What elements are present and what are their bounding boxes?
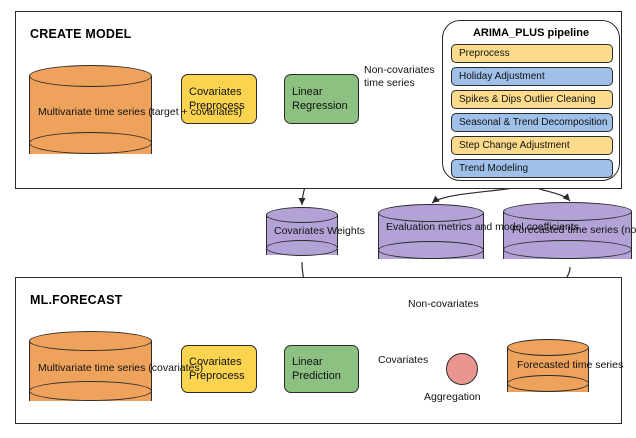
pipeline-step-holiday-adjustment[interactable]: Holiday Adjustment [451,67,613,86]
edge-label-aggregation: Aggregation [424,391,481,403]
create-model-title: CREATE MODEL [30,27,132,41]
cylinder-top-ellipse [29,65,152,87]
ml-preprocess-line1: Covariates [189,356,242,368]
forecasted-non-covariates-line2: (non-covariates) [621,224,636,236]
cylinder-top-ellipse [507,339,589,356]
cylinder-label: Multivariate time series (covariates) [38,362,203,376]
ml-preprocess-line2: Preprocess [189,370,245,382]
pipeline-step-step-change-adjustment[interactable]: Step Change Adjustment [451,136,613,155]
covariates-weights-line1: Covariates [274,225,325,237]
cylinder-top-ellipse [503,202,632,221]
edge-label-non-covariates: Non-covariates [408,298,479,310]
aggregation-node[interactable] [446,353,478,385]
edge-label-covariates: Covariates [378,354,429,366]
covariates-weights-line2: Weights [327,225,365,237]
covariates-preprocess-box[interactable]: Covariates Preprocess [181,74,257,124]
ml-forecast-input-cylinder: Multivariate time series (covariates) [29,331,203,411]
cylinder-label: Multivariate time series (target + covar… [38,106,242,120]
pipeline-step-preprocess[interactable]: Preprocess [451,44,613,63]
cylinder-label-line2: (target + covariates) [148,106,242,118]
evaluation-metrics-cylinder: Evaluation metrics and model coefficient… [378,204,579,268]
covariates-preprocess-line2: Preprocess [189,100,245,112]
cylinder-label: Evaluation metrics and model coefficient… [386,221,579,235]
evaluation-metrics-line3: coefficients [526,221,580,233]
cylinder-bottom-ellipse [29,132,152,154]
ml-output-line2: time series [572,359,624,371]
linear-prediction-line1: Linear [292,356,323,368]
pipeline-step-trend-modeling[interactable]: Trend Modeling [451,159,613,178]
cylinder-bottom-ellipse [507,375,589,392]
pipeline-step-spikes-dips-outlier-cleaning[interactable]: Spikes & Dips Outlier Cleaning [451,90,613,109]
cylinder-bottom-ellipse [266,240,338,256]
linear-regression-line1: Linear [292,86,323,98]
edge-label-line2: time series [364,77,415,89]
linear-regression-line2: Regression [292,100,348,112]
covariates-preprocess-line1: Covariates [189,86,242,98]
evaluation-metrics-line1: Evaluation metrics [386,221,472,233]
covariates-weights-cylinder: Covariates Weights [266,207,365,263]
linear-regression-box[interactable]: Linear Regression [284,74,359,124]
edge-label-non-covariates-time-series: Non-covariates time series [364,64,435,90]
ml-covariates-preprocess-box[interactable]: Covariates Preprocess [181,345,257,393]
pipeline-step-seasonal-trend-decomposition[interactable]: Seasonal & Trend Decomposition [451,113,613,132]
ml-input-line1: Multivariate time series [38,362,146,374]
linear-prediction-line2: Prediction [292,370,341,382]
cylinder-bottom-ellipse [29,381,152,401]
cylinder-label: Forecasted time series (non-covariates) [512,224,636,238]
ml-input-line2: (covariates) [148,362,204,374]
ml-forecast-title: ML.FORECAST [30,293,123,307]
arima-plus-pipeline: ARIMA_PLUS pipeline Preprocess Holiday A… [442,20,620,181]
edge-label-line1: Non-covariates [364,64,435,76]
ml-output-line1: Forecasted [517,359,570,371]
cylinder-top-ellipse [29,331,152,351]
create-model-input-cylinder: Multivariate time series (target + covar… [29,65,242,165]
arima-pipeline-title: ARIMA_PLUS pipeline [472,27,590,39]
linear-prediction-box[interactable]: Linear Prediction [284,345,359,393]
forecasted-non-covariates-line1: Forecasted time series [512,224,619,236]
cylinder-bottom-ellipse [378,241,484,259]
cylinder-label-line1: Multivariate time series [38,106,146,118]
cylinder-bottom-ellipse [503,240,632,259]
evaluation-metrics-line2: and model [474,221,524,233]
cylinder-top-ellipse [266,207,338,223]
forecasted-non-covariates-cylinder: Forecasted time series (non-covariates) [503,202,636,268]
cylinder-label: Forecasted time series [517,359,623,373]
cylinder-label: Covariates Weights [274,225,365,239]
ml-forecast-output-cylinder: Forecasted time series [507,339,623,401]
cylinder-top-ellipse [378,204,484,222]
